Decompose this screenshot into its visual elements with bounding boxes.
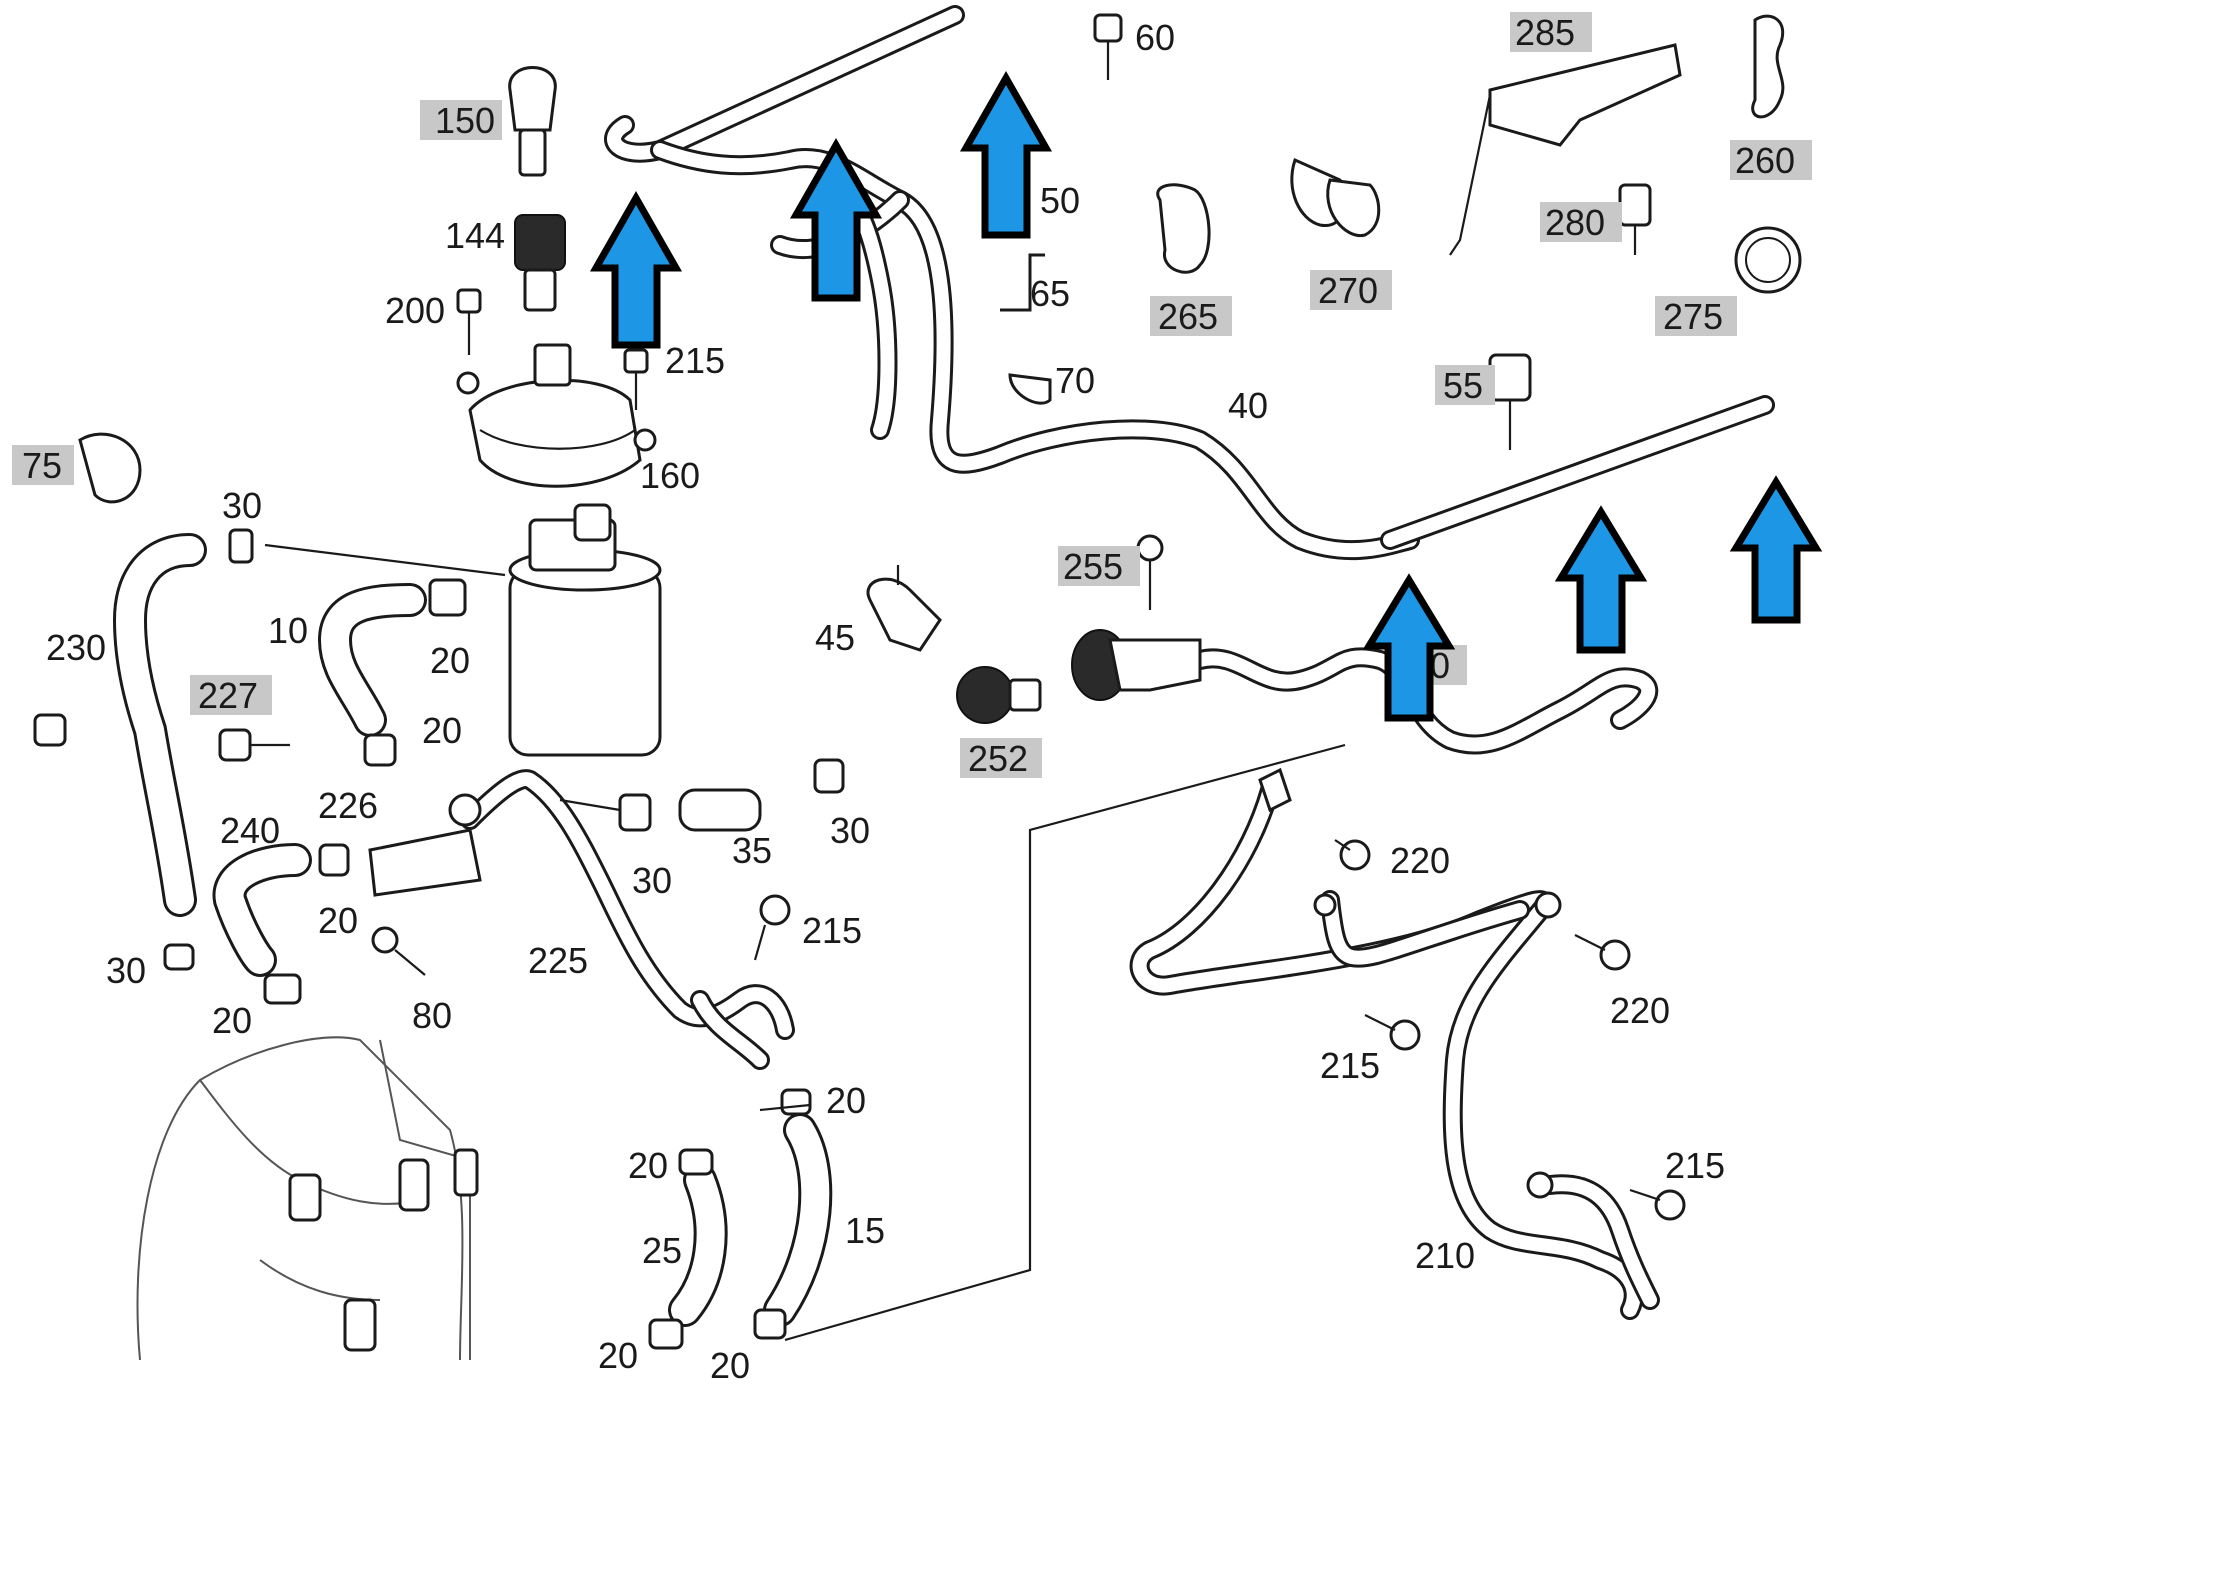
part-label-215-mid: 215 [802,910,862,951]
bracket-65 [1000,253,1045,312]
part-label-150: 150 [435,100,495,141]
part-label-80: 80 [412,995,452,1036]
part-label-285: 285 [1515,12,1575,53]
part-label-215-right: 215 [1665,1145,1725,1186]
bolt-60 [1093,13,1123,80]
plain-label-texts: 60 50 144 200 215 65 70 160 40 30 230 10… [46,17,1725,1386]
high-pressure-pump [136,1036,479,1361]
label-boxes [12,12,1812,778]
part-label-265: 265 [1158,296,1218,337]
part-label-215-top: 215 [665,340,725,381]
clamp-275 [1734,226,1802,294]
part-label-60: 60 [1135,17,1175,58]
part-label-25: 25 [642,1230,682,1271]
hose-10 [318,583,427,737]
part-label-30-top: 30 [222,485,262,526]
fuel-line-50-right [1190,395,1775,755]
sensor-144 [514,214,566,312]
fuel-line-225 [460,769,795,1070]
part-label-144: 144 [445,215,505,256]
hose-25 [668,1163,728,1327]
arrow-icon [1362,573,1456,722]
part-label-210: 210 [1415,1235,1475,1276]
t-connector-226 [368,793,482,897]
arrow-icon [959,70,1053,239]
fuel-filter [508,503,662,757]
part-label-240: 240 [220,810,280,851]
part-label-230: 230 [46,627,106,668]
clamp-270 [1290,157,1381,237]
hose-240 [212,843,312,977]
part-label-55: 55 [1443,365,1483,406]
connector-250 [1071,629,1202,701]
part-label-30-mid: 30 [632,860,672,901]
part-label-20-a: 20 [430,640,470,681]
connector-45 [866,565,942,652]
part-label-220-top: 220 [1390,840,1450,881]
part-label-20-e: 20 [826,1080,866,1121]
part-label-20-h: 20 [710,1345,750,1386]
bolt-215-top [623,348,649,410]
vent-valve-150 [508,66,557,177]
part-label-226: 226 [318,785,378,826]
hose-15 [763,1113,833,1327]
part-label-260: 260 [1735,140,1795,181]
part-label-255: 255 [1063,546,1123,587]
filter-bracket-160 [456,343,657,488]
hose-230 [113,533,207,917]
part-label-10: 10 [268,610,308,651]
leader-lines [264,543,1346,1342]
part-label-35: 35 [732,830,772,871]
clip-70 [1008,373,1052,405]
part-label-65: 65 [1030,273,1070,314]
part-label-20-c: 20 [318,900,358,941]
blue-arrows [589,70,1823,722]
part-label-275: 275 [1663,296,1723,337]
bolt-80 [371,926,426,976]
part-label-70: 70 [1055,360,1095,401]
bolt-200 [456,288,482,355]
part-label-20-b: 20 [422,710,462,751]
hose-clamps [33,528,845,1350]
part-label-215-lower: 215 [1320,1045,1380,1086]
pipe-sleeve-35 [678,788,762,832]
arrow-icon [1554,505,1648,654]
part-label-280: 280 [1545,202,1605,243]
clamp-265 [1156,183,1211,274]
part-label-160: 160 [640,455,700,496]
valve-252 [956,666,1042,724]
part-label-270: 270 [1318,270,1378,311]
part-label-20-f: 20 [628,1145,668,1186]
arrow-icon [589,190,683,349]
part-label-252: 252 [968,738,1028,779]
part-label-15: 15 [845,1210,885,1251]
part-label-225: 225 [528,940,588,981]
part-label-30-right: 30 [830,810,870,851]
bolt-227 [218,728,290,762]
part-label-20-d: 20 [212,1000,252,1041]
bracket-285 [1449,43,1682,256]
part-label-30-left: 30 [106,950,146,991]
part-label-227: 227 [198,675,258,716]
part-label-45: 45 [815,617,855,658]
part-label-20-g: 20 [598,1335,638,1376]
part-label-200: 200 [385,290,445,331]
bolts-lower-right [753,839,1686,1221]
part-label-50: 50 [1040,180,1080,221]
arrow-icon [1729,475,1823,624]
clamp-260 [1751,14,1785,119]
part-label-220-lower: 220 [1610,990,1670,1031]
fuel-line-210 [1129,767,1660,1320]
part-label-40: 40 [1228,385,1268,426]
arrow-icon [789,137,883,302]
part-label-75: 75 [22,445,62,486]
clamp-75 [78,432,142,504]
